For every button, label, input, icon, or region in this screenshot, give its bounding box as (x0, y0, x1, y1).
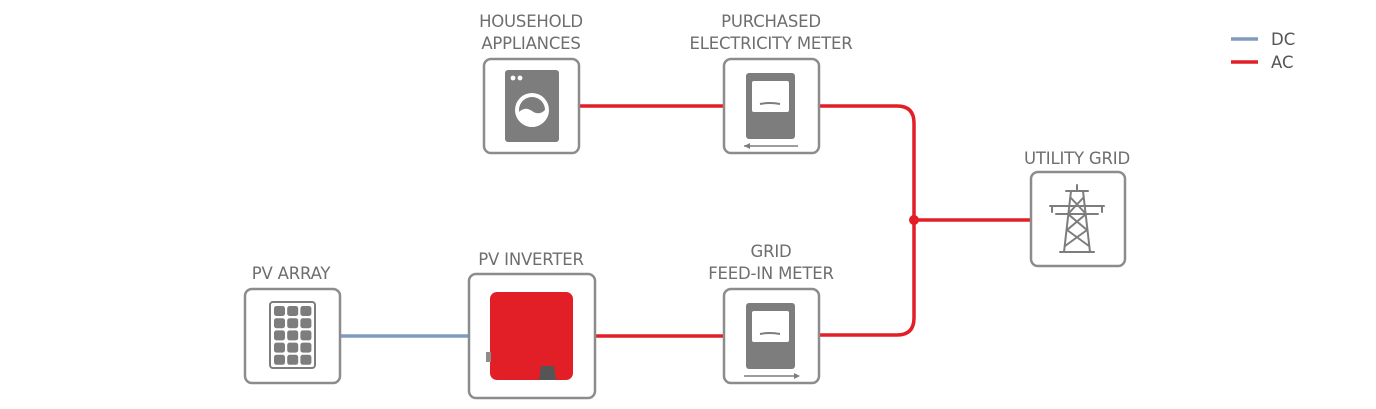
solar-cell (287, 306, 299, 316)
solar-panel-icon (269, 301, 316, 369)
solar-cell (274, 354, 285, 365)
electricity-meter-icon (744, 73, 798, 149)
node-utility-grid: UTILITY GRID (1024, 149, 1130, 268)
utility-grid-box (1029, 170, 1127, 268)
solar-cell (274, 306, 285, 316)
power-pylon-icon (1049, 184, 1105, 253)
utility-grid-label: UTILITY GRID (1024, 149, 1130, 168)
legend-ac-label: AC (1271, 53, 1294, 72)
node-pv-inverter: PV INVERTER (467, 250, 597, 400)
solar-cell (287, 354, 299, 365)
junction-dot (909, 215, 919, 225)
ac-line-feedin-meter-to-junction (819, 220, 916, 337)
legend-dc-label: DC (1271, 30, 1295, 49)
solar-cell (287, 342, 299, 353)
inverter-icon (486, 292, 573, 380)
electricity-meter-icon (744, 303, 800, 379)
feedin-meter-label-line2: FEED-IN METER (708, 264, 834, 283)
connection-lines (340, 104, 1031, 338)
node-household-appliances: HOUSEHOLD APPLIANCES (479, 12, 583, 155)
solar-cell (300, 330, 312, 341)
solar-cell (287, 318, 299, 329)
node-pv-array: PV ARRAY (243, 264, 342, 385)
feedin-meter-label-line1: GRID (750, 242, 791, 261)
solar-cell (300, 354, 312, 365)
legend: DC AC (1231, 30, 1295, 72)
purchased-meter-label-line2: ELECTRICITY METER (690, 34, 853, 53)
node-purchased-electricity-meter: PURCHASED ELECTRICITY METER (690, 12, 853, 155)
solar-cell (300, 318, 312, 329)
solar-cell (287, 330, 299, 341)
solar-cell (300, 306, 312, 316)
pv-inverter-label: PV INVERTER (478, 250, 583, 269)
pv-array-label: PV ARRAY (252, 264, 332, 283)
solar-cell (274, 330, 285, 341)
solar-cell (300, 342, 312, 353)
solar-cell (274, 318, 285, 329)
node-grid-feed-in-meter: GRID FEED-IN METER (708, 242, 834, 385)
purchased-meter-label-line1: PURCHASED (721, 12, 821, 31)
solar-cell (274, 342, 285, 353)
household-label-line1: HOUSEHOLD (479, 12, 583, 31)
household-label-line2: APPLIANCES (481, 34, 580, 53)
ac-line-purchased-meter-to-junction (819, 104, 916, 220)
washing-machine-icon (505, 70, 559, 142)
